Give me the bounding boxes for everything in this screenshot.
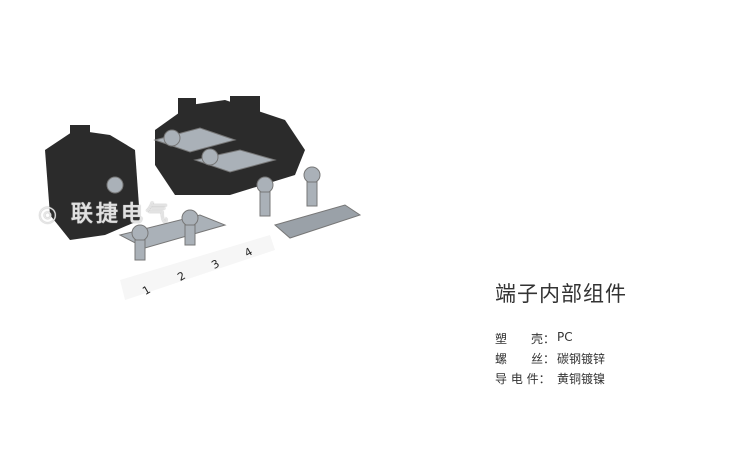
spec-value: PC bbox=[557, 330, 573, 344]
metal-parts bbox=[106, 127, 362, 261]
housing-right bbox=[155, 96, 305, 195]
spec-row-housing: 塑 壳： PC bbox=[495, 330, 573, 347]
spec-row-conductor: 导 电 件： 黄铜镀镍 bbox=[495, 370, 605, 387]
spec-label: 塑 壳： bbox=[495, 332, 556, 346]
spec-row-screw: 螺 丝： 碳钢镀锌 bbox=[495, 350, 605, 367]
housing-left bbox=[45, 125, 140, 240]
watermark-logo: ◎ 联捷电气 bbox=[38, 202, 171, 227]
label-strip bbox=[120, 235, 275, 300]
spec-value: 黄铜镀镍 bbox=[557, 372, 606, 386]
spec-label: 螺 丝： bbox=[495, 352, 556, 366]
spec-label: 导 电 件： bbox=[495, 372, 551, 386]
product-title: 端子内部组件 bbox=[495, 282, 627, 306]
spec-value: 碳钢镀锌 bbox=[557, 352, 606, 366]
